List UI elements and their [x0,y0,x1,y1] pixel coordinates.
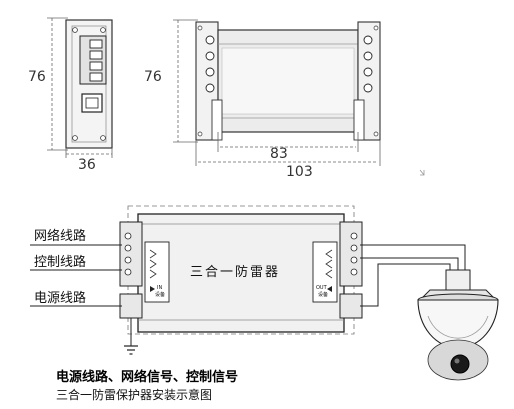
total-length-label: 103 [286,164,313,180]
in-port-label: IN [157,285,163,291]
caption-line-2: 三合一防雷保护器安装示意图 [56,388,213,402]
rj45-port-icon [81,93,103,113]
front-width-label: 36 [78,157,96,173]
terminal-screw-icon [149,249,333,279]
ground-icon [124,345,138,355]
power-line-label: 电源线路 [34,291,87,306]
terminal-screw-icon [350,232,358,276]
front-view [47,17,113,158]
side-height-label: 76 [144,69,162,85]
terminal-screw-icon [205,35,215,93]
side-view [173,19,425,176]
caption-line-1: 电源线路、网络信号、控制信号 [56,370,239,385]
in-port-sublabel: 设备 [155,292,166,298]
front-height-label: 76 [28,69,46,85]
inner-length-label: 83 [270,146,288,162]
dome-camera-icon [417,269,499,381]
network-line-label: 网络线路 [34,229,87,244]
control-line-label: 控制线路 [34,255,87,270]
arrow-icon [150,286,332,292]
out-port-label: OUT [316,285,327,291]
wiring-diagram [30,205,466,355]
device-title: 三合一防雷器 [190,265,281,280]
out-port-sublabel: 设备 [318,292,329,298]
terminal-screw-icon [89,39,103,82]
terminal-screw-icon [124,232,132,276]
terminal-screw-icon [363,35,373,93]
